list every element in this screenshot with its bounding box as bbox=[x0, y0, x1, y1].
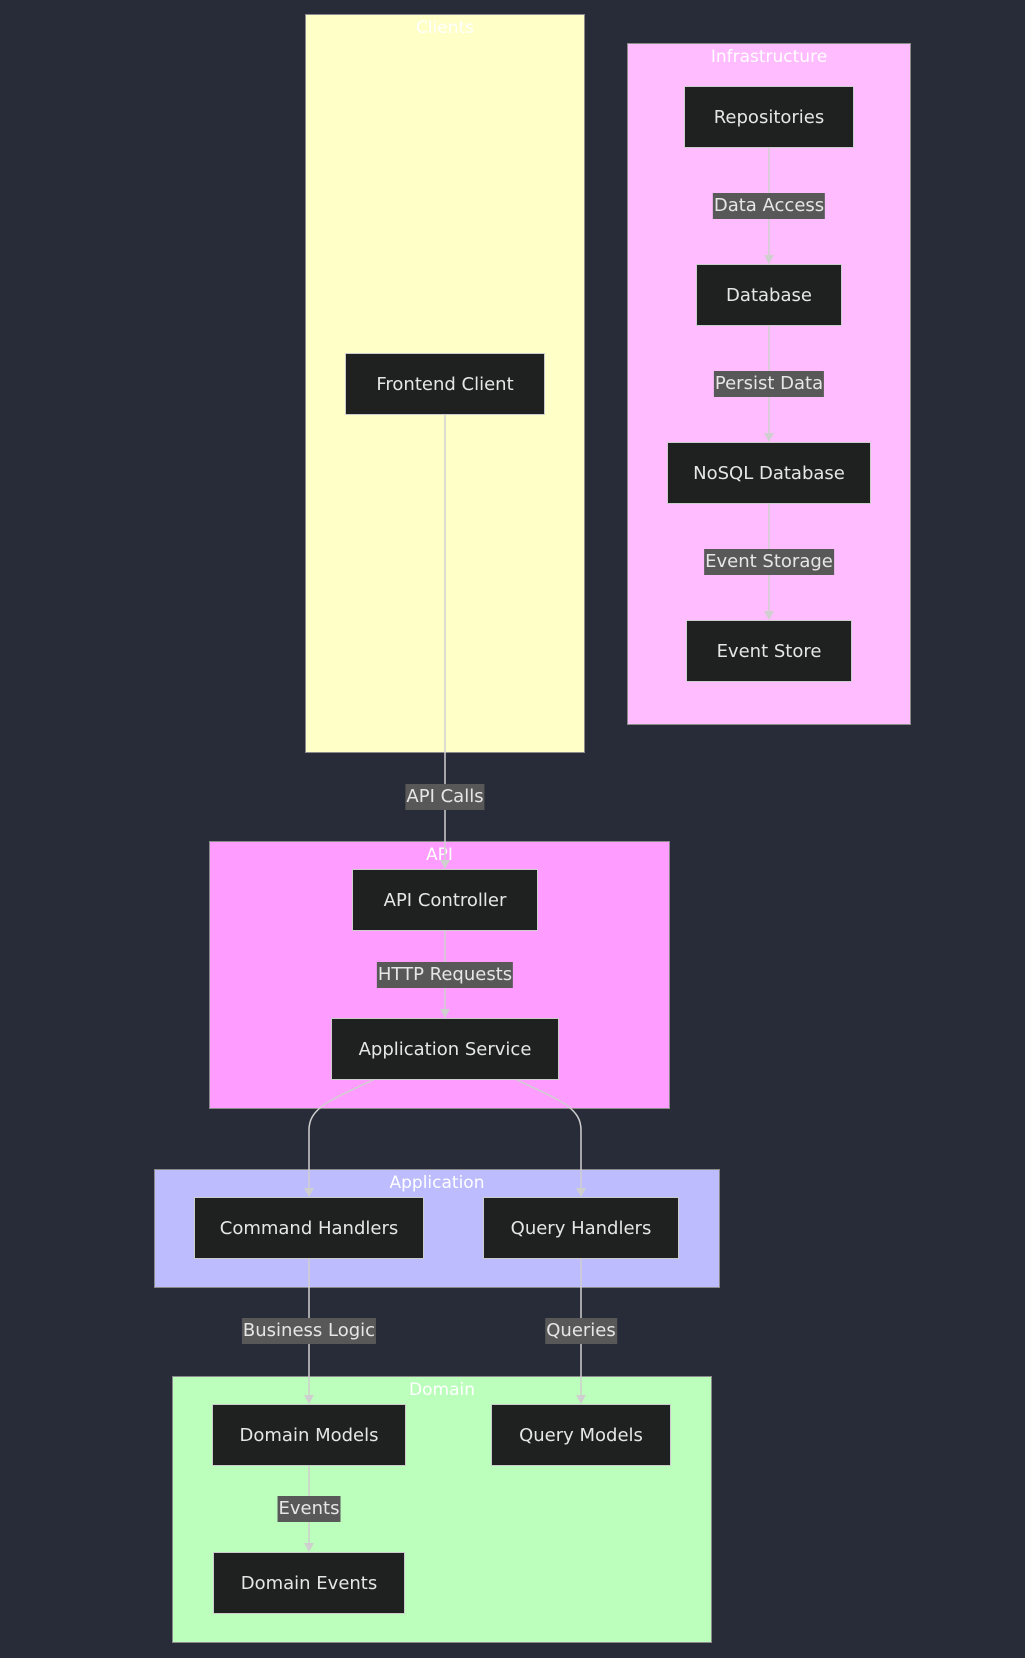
arrowhead bbox=[764, 255, 774, 264]
edge-label-events: Events bbox=[277, 1496, 341, 1522]
edge-to-command-handlers bbox=[308, 1079, 374, 1196]
node-frontend-client[interactable]: Frontend Client bbox=[345, 353, 545, 415]
arrowhead bbox=[440, 860, 450, 869]
node-nosql-database[interactable]: NoSQL Database bbox=[667, 442, 871, 504]
arrowhead bbox=[576, 1188, 586, 1197]
node-query-handlers[interactable]: Query Handlers bbox=[483, 1197, 679, 1259]
arrowhead bbox=[304, 1188, 314, 1197]
arrowhead bbox=[764, 611, 774, 620]
cluster-application-title: Application bbox=[389, 1173, 485, 1193]
node-application-service[interactable]: Application Service bbox=[331, 1018, 559, 1080]
arrowhead bbox=[304, 1543, 314, 1552]
edge-label-http-requests: HTTP Requests bbox=[376, 962, 514, 988]
node-api-controller[interactable]: API Controller bbox=[352, 869, 538, 931]
edge-label-data-access: Data Access bbox=[712, 193, 826, 219]
edge-label-queries: Queries bbox=[545, 1318, 617, 1344]
cluster-domain-title: Domain bbox=[409, 1380, 475, 1400]
edge-label-api-calls: API Calls bbox=[405, 784, 485, 810]
node-event-store[interactable]: Event Store bbox=[686, 620, 852, 682]
edge-label-business-logic: Business Logic bbox=[241, 1318, 377, 1344]
edge-to-query-handlers bbox=[516, 1079, 582, 1196]
arrowhead bbox=[764, 433, 774, 442]
edge-label-event-storage: Event Storage bbox=[704, 549, 834, 575]
node-domain-models[interactable]: Domain Models bbox=[212, 1404, 406, 1466]
edge-label-persist-data: Persist Data bbox=[713, 371, 825, 397]
node-domain-events[interactable]: Domain Events bbox=[213, 1552, 405, 1614]
arrowhead bbox=[304, 1395, 314, 1404]
node-repositories[interactable]: Repositories bbox=[684, 86, 854, 148]
arrowhead bbox=[576, 1395, 586, 1404]
arrowhead bbox=[440, 1009, 450, 1018]
node-command-handlers[interactable]: Command Handlers bbox=[194, 1197, 424, 1259]
cluster-infrastructure-title: Infrastructure bbox=[710, 47, 828, 67]
cluster-clients-title: Clients bbox=[415, 18, 475, 38]
node-database[interactable]: Database bbox=[696, 264, 842, 326]
node-query-models[interactable]: Query Models bbox=[491, 1404, 671, 1466]
